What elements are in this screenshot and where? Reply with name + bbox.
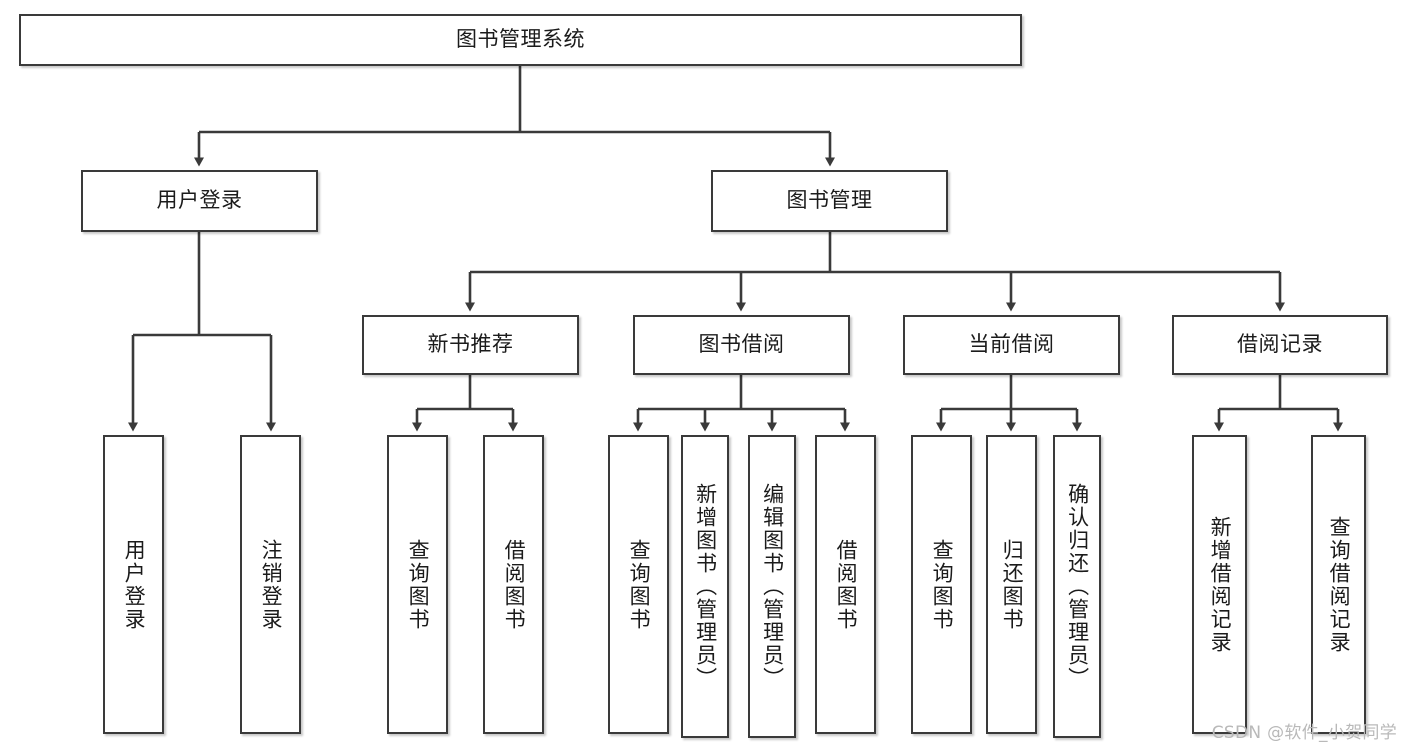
node-borrow-record-label: 借阅记录 <box>1237 332 1323 357</box>
node-new-book-recommend-label: 新书推荐 <box>427 332 514 357</box>
node-confirm-return-admin-label: 确认归还（管理员） <box>1065 483 1090 690</box>
node-book-management[interactable]: 图书管理 <box>711 170 948 232</box>
node-borrow-book[interactable]: 借阅图书 <box>815 435 876 734</box>
node-root[interactable]: 图书管理系统 <box>19 14 1022 66</box>
node-add-book-admin[interactable]: 新增图书（管理员） <box>681 435 729 738</box>
node-return-book-label: 归还图书 <box>1000 538 1025 631</box>
node-book-management-label: 图书管理 <box>786 188 873 213</box>
node-book-borrow-label: 图书借阅 <box>698 332 785 357</box>
node-edit-book-admin-label: 编辑图书（管理员） <box>760 483 785 690</box>
node-borrow-book-label: 借阅图书 <box>834 538 859 631</box>
node-borrow-record[interactable]: 借阅记录 <box>1172 315 1388 375</box>
node-new-book-recommend[interactable]: 新书推荐 <box>362 315 579 375</box>
node-logout-user[interactable]: 注销登录 <box>240 435 301 734</box>
node-query-book-borrow-label: 查询图书 <box>627 538 652 631</box>
node-book-borrow[interactable]: 图书借阅 <box>633 315 850 375</box>
node-root-label: 图书管理系统 <box>456 27 585 52</box>
watermark-text: CSDN @软件_小贺同学 <box>1211 723 1397 743</box>
node-query-book-borrow[interactable]: 查询图书 <box>608 435 669 734</box>
node-login-user[interactable]: 用户登录 <box>103 435 164 734</box>
node-borrow-book-rec-label: 借阅图书 <box>502 538 527 631</box>
node-query-book-current[interactable]: 查询图书 <box>911 435 972 734</box>
node-query-book-rec[interactable]: 查询图书 <box>387 435 448 734</box>
node-query-borrow-record[interactable]: 查询借阅记录 <box>1311 435 1366 734</box>
node-return-book[interactable]: 归还图书 <box>986 435 1037 734</box>
node-query-borrow-record-label: 查询借阅记录 <box>1327 515 1352 654</box>
node-current-borrow[interactable]: 当前借阅 <box>903 315 1120 375</box>
node-login-user-label: 用户登录 <box>122 538 147 631</box>
node-add-book-admin-label: 新增图书（管理员） <box>693 483 718 690</box>
node-query-book-rec-label: 查询图书 <box>406 538 431 631</box>
node-user-login-label: 用户登录 <box>156 188 243 213</box>
node-borrow-book-rec[interactable]: 借阅图书 <box>483 435 544 734</box>
node-edit-book-admin[interactable]: 编辑图书（管理员） <box>748 435 796 738</box>
node-add-borrow-record-label: 新增借阅记录 <box>1208 515 1233 654</box>
node-query-book-current-label: 查询图书 <box>930 538 955 631</box>
node-user-login[interactable]: 用户登录 <box>81 170 318 232</box>
node-add-borrow-record[interactable]: 新增借阅记录 <box>1192 435 1247 734</box>
node-current-borrow-label: 当前借阅 <box>968 332 1055 357</box>
node-confirm-return-admin[interactable]: 确认归还（管理员） <box>1053 435 1101 738</box>
node-logout-user-label: 注销登录 <box>259 538 284 631</box>
